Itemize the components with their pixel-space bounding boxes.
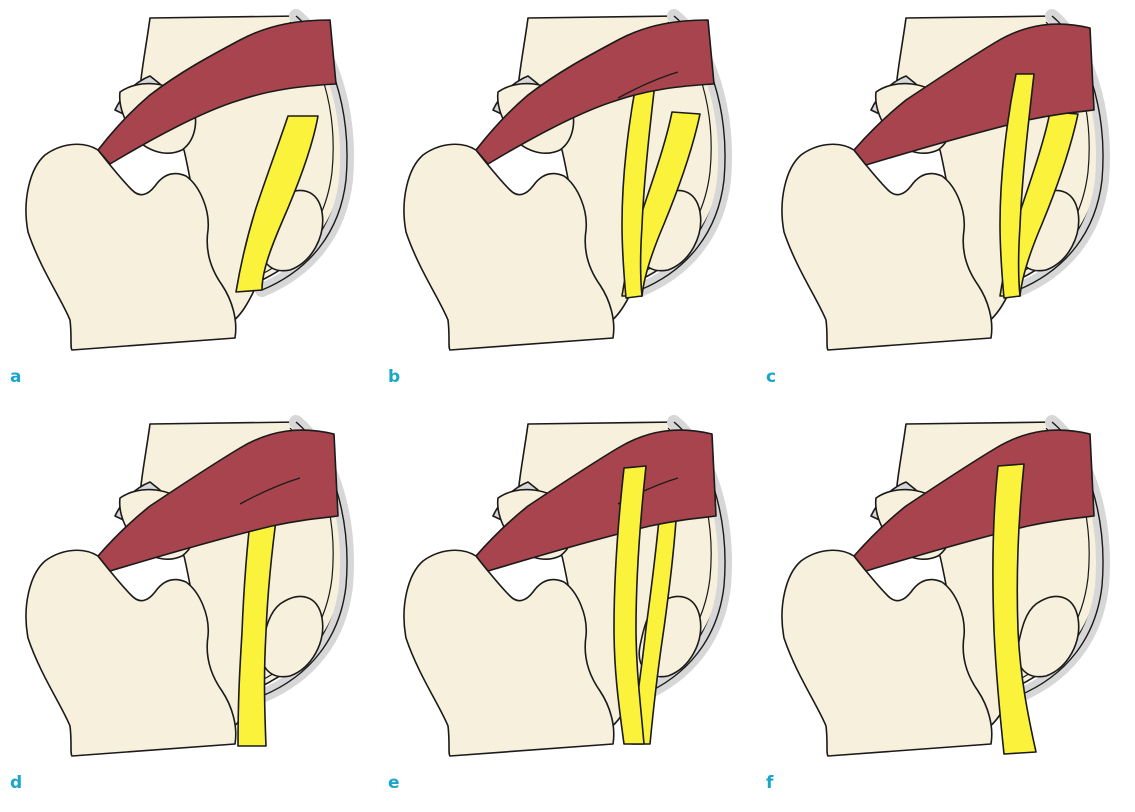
hip-illustration-d [0,406,378,812]
hip-illustration-a [0,0,378,406]
hip-illustration-f [756,406,1134,812]
panel-e: e [378,406,756,812]
hip-illustration-e [378,406,756,812]
panel-c: c [756,0,1134,406]
panel-b: b [378,0,756,406]
panel-d: d [0,406,378,812]
panel-label-b: b [388,367,400,387]
hip-illustration-b [378,0,756,406]
panel-label-c: c [766,367,776,387]
panel-label-f: f [766,773,773,793]
panel-f: f [756,406,1134,812]
panel-a: a [0,0,378,406]
hip-illustration-c [756,0,1134,406]
panel-label-a: a [10,367,21,387]
panel-label-e: e [388,773,400,793]
panel-label-d: d [10,773,22,793]
